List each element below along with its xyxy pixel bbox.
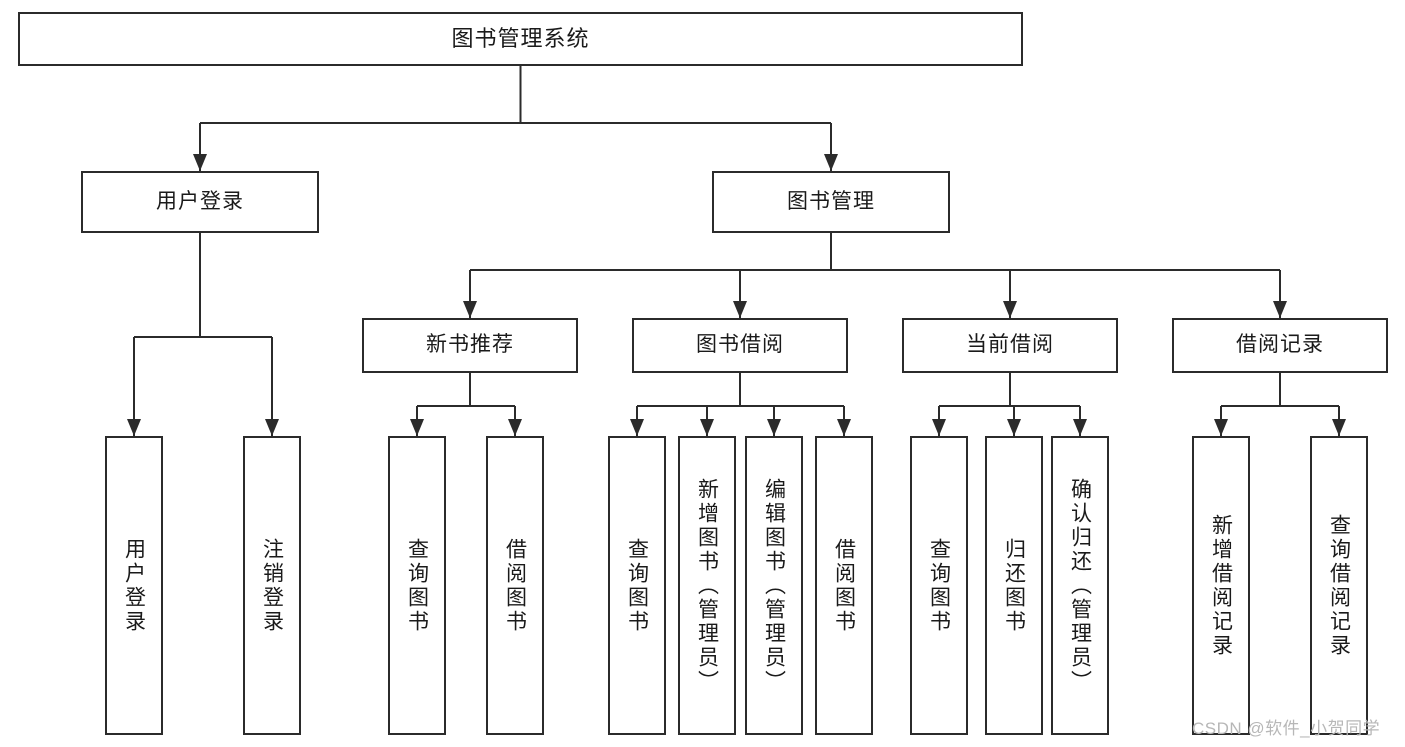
node-label-leaf-query-book-1: 查询图书: [405, 537, 429, 634]
arrow-head-leaf-user-logout: [265, 419, 279, 436]
node-label-leaf-return-book: 归还图书: [1002, 537, 1026, 634]
node-leaf-query-book-2[interactable]: 查询图书: [608, 436, 666, 735]
node-label-leaf-edit-book: 编辑图书（管理员）: [762, 477, 786, 694]
arrow-head-leaf-confirm-return: [1073, 419, 1087, 436]
arrow-head-leaf-query-record: [1332, 419, 1346, 436]
node-leaf-confirm-return[interactable]: 确认归还（管理员）: [1051, 436, 1109, 735]
node-label-leaf-borrow-book-1: 借阅图书: [503, 537, 527, 634]
node-leaf-user-login[interactable]: 用户登录: [105, 436, 163, 735]
arrow-head-borrow-record: [1273, 301, 1287, 318]
node-label-leaf-add-record: 新增借阅记录: [1209, 513, 1233, 658]
node-borrow-record[interactable]: 借阅记录: [1172, 318, 1388, 373]
arrow-head-current-borrow: [1003, 301, 1017, 318]
arrow-head-leaf-edit-book: [767, 419, 781, 436]
arrow-head-leaf-query-book-3: [932, 419, 946, 436]
node-leaf-borrow-book-1[interactable]: 借阅图书: [486, 436, 544, 735]
node-leaf-query-record[interactable]: 查询借阅记录: [1310, 436, 1368, 735]
node-label-leaf-add-book: 新增图书（管理员）: [695, 477, 719, 694]
node-user-login[interactable]: 用户登录: [81, 171, 319, 233]
node-label-book-borrow: 图书借阅: [696, 333, 784, 357]
arrow-head-user-login: [193, 154, 207, 171]
arrow-head-book-borrow: [733, 301, 747, 318]
node-label-leaf-borrow-book-2: 借阅图书: [832, 537, 856, 634]
node-label-borrow-record: 借阅记录: [1236, 333, 1324, 357]
arrow-head-leaf-user-login: [127, 419, 141, 436]
node-label-user-login: 用户登录: [156, 189, 244, 213]
node-leaf-borrow-book-2[interactable]: 借阅图书: [815, 436, 873, 735]
node-label-leaf-user-logout: 注销登录: [260, 537, 284, 634]
node-label-leaf-query-record: 查询借阅记录: [1327, 513, 1351, 658]
node-leaf-user-logout[interactable]: 注销登录: [243, 436, 301, 735]
arrow-head-leaf-query-book-1: [410, 419, 424, 436]
node-current-borrow[interactable]: 当前借阅: [902, 318, 1118, 373]
node-leaf-query-book-3[interactable]: 查询图书: [910, 436, 968, 735]
node-book-borrow[interactable]: 图书借阅: [632, 318, 848, 373]
arrow-head-leaf-add-book: [700, 419, 714, 436]
node-label-leaf-user-login: 用户登录: [122, 537, 146, 634]
arrow-head-leaf-borrow-book-1: [508, 419, 522, 436]
node-label-leaf-query-book-2: 查询图书: [625, 537, 649, 634]
arrow-head-new-book-rec: [463, 301, 477, 318]
node-new-book-rec[interactable]: 新书推荐: [362, 318, 578, 373]
node-label-root: 图书管理系统: [451, 26, 590, 52]
node-leaf-edit-book[interactable]: 编辑图书（管理员）: [745, 436, 803, 735]
arrow-head-leaf-query-book-2: [630, 419, 644, 436]
arrow-head-leaf-return-book: [1007, 419, 1021, 436]
node-book-manage[interactable]: 图书管理: [712, 171, 950, 233]
arrow-head-leaf-borrow-book-2: [837, 419, 851, 436]
node-leaf-add-record[interactable]: 新增借阅记录: [1192, 436, 1250, 735]
node-leaf-query-book-1[interactable]: 查询图书: [388, 436, 446, 735]
node-label-leaf-confirm-return: 确认归还（管理员）: [1068, 477, 1092, 694]
node-label-new-book-rec: 新书推荐: [426, 333, 514, 357]
node-root[interactable]: 图书管理系统: [18, 12, 1023, 66]
node-leaf-add-book[interactable]: 新增图书（管理员）: [678, 436, 736, 735]
node-label-leaf-query-book-3: 查询图书: [927, 537, 951, 634]
node-label-book-manage: 图书管理: [787, 189, 875, 213]
node-leaf-return-book[interactable]: 归还图书: [985, 436, 1043, 735]
node-label-current-borrow: 当前借阅: [966, 333, 1054, 357]
arrow-head-book-manage: [824, 154, 838, 171]
arrow-head-leaf-add-record: [1214, 419, 1228, 436]
